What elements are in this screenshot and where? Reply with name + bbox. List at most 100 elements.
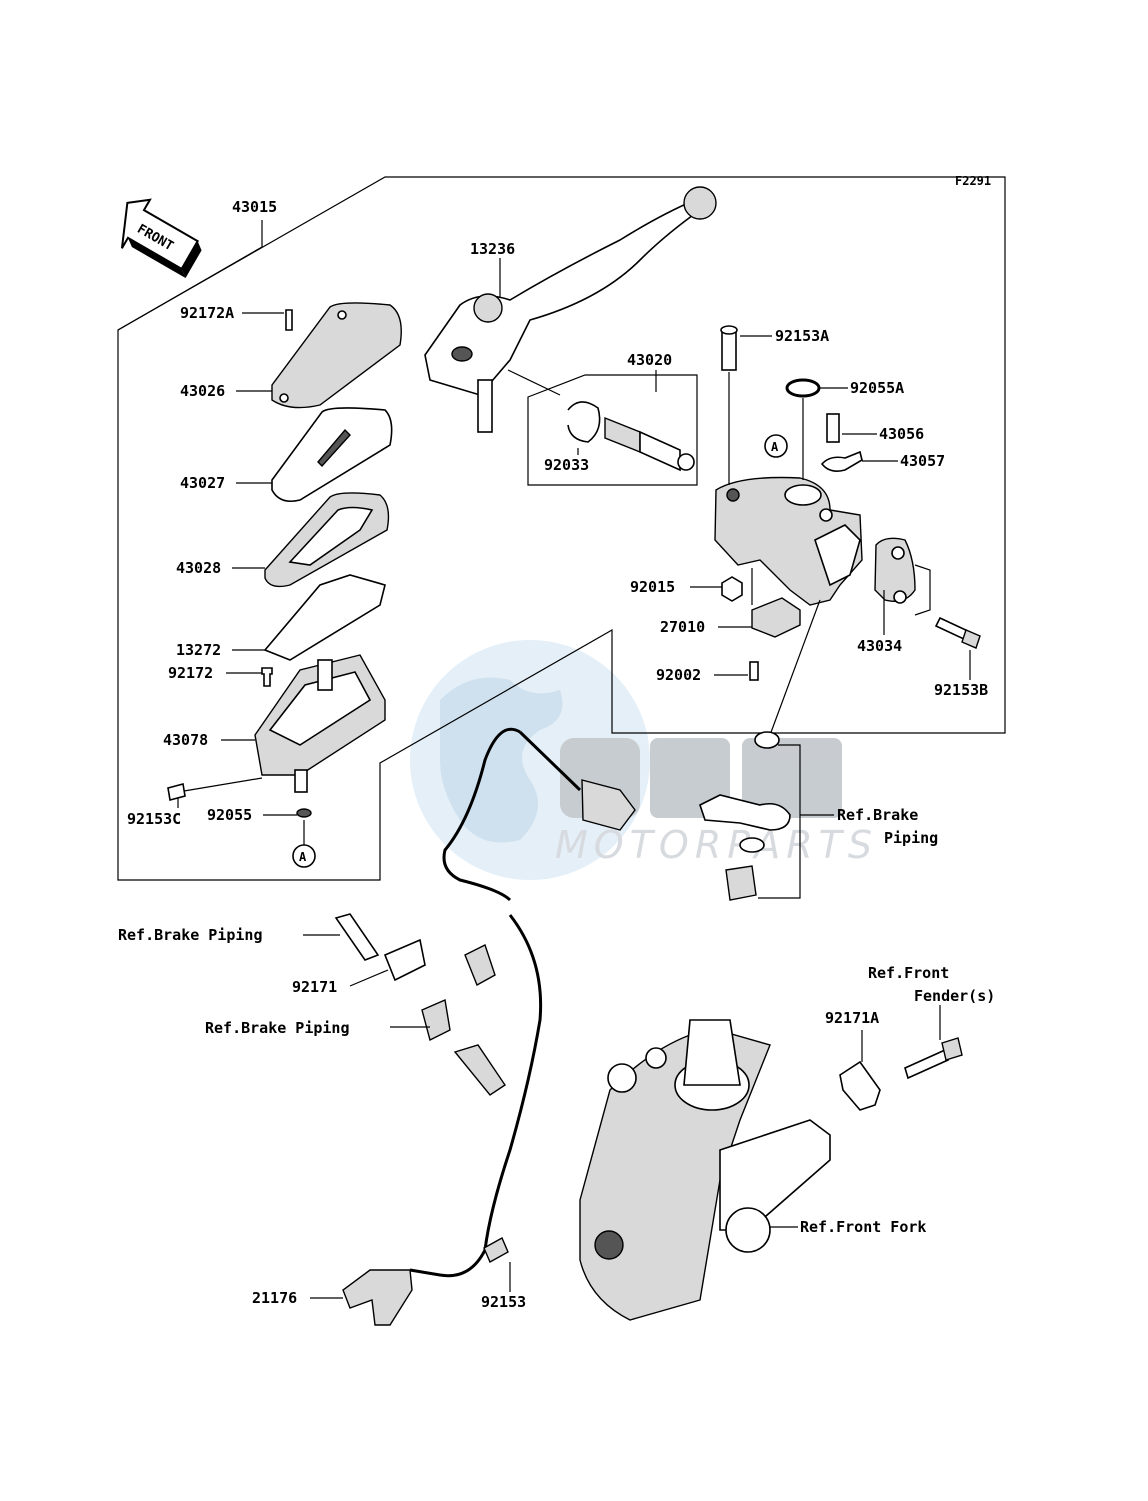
reservoir-body-inner [268,671,372,746]
fork-mount-boss-2 [645,1047,667,1069]
mc-reservoir-port [784,484,822,506]
plate-slot [317,428,351,468]
cap-screw-hole [279,393,289,403]
screw-92172 [261,667,273,687]
label-21176: 21176 [252,1289,297,1307]
piston-kit-box [527,374,698,486]
mc-mount-ear [814,524,861,587]
diaphragm-inner [288,506,374,566]
lever-pivot-hole [451,346,473,362]
fork-axle-boss [725,1207,771,1253]
reservoir-cap [271,302,402,409]
bolt-92153 [483,1237,509,1263]
banjo-fitting [699,794,791,831]
label-92171: 92171 [292,978,337,996]
label-43020: 43020 [627,351,672,369]
harness-grommet [453,1044,506,1096]
ref-bolt [334,913,380,961]
fender-bolt-head [941,1037,963,1061]
leader-lines [177,258,971,1299]
label-13236: 13236 [470,240,515,258]
label-92055: 92055 [207,806,252,824]
mc-outlet-leader [769,599,821,736]
mc-bleed-port [819,508,833,522]
bolt-92153a-head [720,325,738,335]
reservoir-group-diagonal [117,220,263,331]
banjo-bolt [725,865,757,901]
screw-92172a [285,309,293,331]
sensor-clamp [421,999,451,1042]
label-92171a: 92171A [825,1009,879,1027]
clip-92171 [383,938,426,982]
fender-bolt [904,1048,949,1080]
bolt-92153c [167,783,186,801]
piston-cup [677,453,695,471]
clamp-hole-upper [891,546,905,560]
label-43027: 43027 [180,474,225,492]
fork-stanchion [683,1019,741,1086]
label-92153a: 92153A [775,327,829,345]
label-43015: 43015 [232,198,277,216]
switch-connector [581,779,636,831]
svg-text:A: A [299,850,307,864]
label-43028: 43028 [176,559,221,577]
washer-92055 [296,808,312,818]
banjo-bracket [758,744,801,899]
watermark-letter-e [650,738,730,818]
watermark: MOTORPARTS [410,640,878,880]
label-ref-brake-piping-1b: Piping [884,829,938,847]
brake-lever [424,198,702,396]
fork-mount-boss [607,1063,637,1093]
lever-adjuster [473,293,503,323]
label-ref-front-fender-2: Fender(s) [914,987,995,1005]
label-43056: 43056 [879,425,924,443]
front-arrow-icon: FRONT [120,198,202,279]
label-27010: 27010 [660,618,705,636]
oring-92055a [785,378,821,398]
bleeder-43056 [826,413,840,443]
harness-connector [464,944,496,986]
svg-text:A: A [771,440,779,454]
label-92015: 92015 [630,578,675,596]
fork-caliper-mount [719,1119,831,1231]
fork-axle-hole [594,1230,624,1260]
abs-sensor-21176 [342,1269,413,1326]
banjo-washer-upper [754,731,780,749]
reservoir-group-box [117,176,1006,881]
piston-assembly [604,416,641,454]
bolt-92153a [721,329,737,371]
label-43057: 43057 [900,452,945,470]
reservoir-boss [317,659,333,691]
reservoir-nozzle [294,769,308,793]
label-92172a: 92172A [180,304,234,322]
screw-92002 [749,661,759,681]
connector-wire [518,730,582,792]
label-ref-brake-piping-2: Ref.Brake Piping [118,926,263,944]
label-43026: 43026 [180,382,225,400]
nut-92015 [721,576,743,602]
label-92002: 92002 [656,666,701,684]
bolt-92153c-shaft [183,777,263,792]
bleeder-cap-43057 [820,450,863,472]
label-92055a: 92055A [850,379,904,397]
banjo-washer-lower [739,837,765,853]
mc-bolt-hole [726,488,740,502]
label-ref-brake-piping-3: Ref.Brake Piping [205,1019,350,1037]
part-labels: 43015 13236 92172A 43026 43027 43028 132… [118,198,995,1311]
watermark-subtitle: MOTORPARTS [555,823,878,867]
label-92153: 92153 [481,1293,526,1311]
label-13272: 13272 [176,641,221,659]
label-ref-brake-piping-1: Ref.Brake [837,806,918,824]
label-92153c: 92153C [127,810,181,828]
clamp-hole-lower [893,590,907,604]
label-92033: 92033 [544,456,589,474]
sensor-wire [409,914,543,1278]
bolt-92153b-head [961,629,981,649]
clamp-bracket-line [914,564,931,616]
callout-a-lower: A [292,844,316,868]
label-92172: 92172 [168,664,213,682]
cap-screw-hole [337,310,347,320]
lever-ball-end [683,186,717,220]
piston-spring [639,430,681,472]
